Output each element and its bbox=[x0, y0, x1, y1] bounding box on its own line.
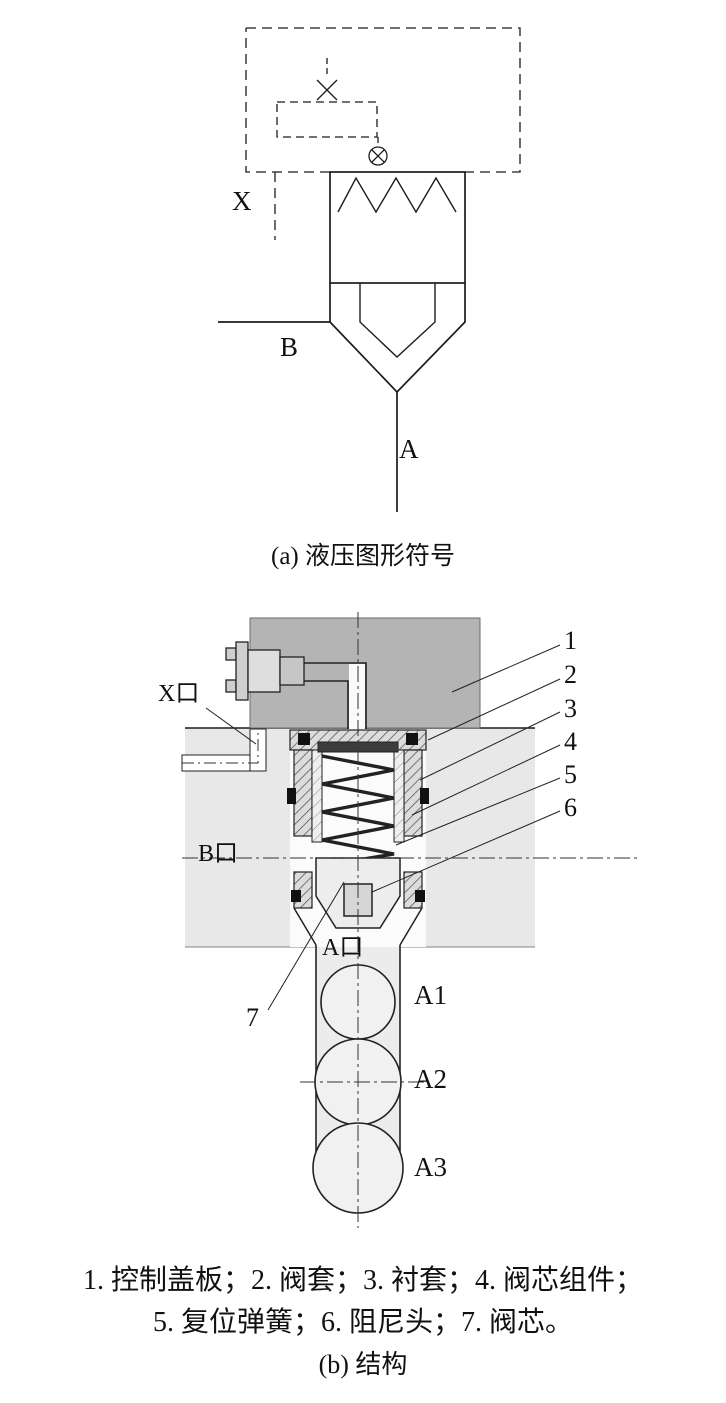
structure-drawing bbox=[181, 612, 640, 1228]
callout-5-label: 5 bbox=[564, 760, 577, 789]
callout-6-label: 6 bbox=[564, 793, 577, 822]
fitting-body bbox=[247, 649, 281, 693]
callout-7-label: 7 bbox=[246, 1003, 259, 1032]
symbol-poppet-inner bbox=[359, 283, 436, 358]
orifice-cross-icon bbox=[371, 149, 385, 163]
callout-3-label: 3 bbox=[564, 694, 577, 723]
leader-6 bbox=[371, 810, 561, 893]
orifice-circle-icon bbox=[368, 146, 388, 166]
elbow-channel-fill bbox=[349, 664, 365, 748]
sleeve-wall-left-upper bbox=[293, 749, 313, 837]
elbow-pipe-outer-line bbox=[304, 662, 367, 748]
elbow-pipe-inner-line bbox=[304, 680, 349, 748]
a3-label: A3 bbox=[414, 1152, 447, 1182]
symbol-a-label: A bbox=[399, 434, 419, 464]
symbol-valve-box bbox=[329, 171, 466, 284]
flange-seal-right bbox=[406, 733, 418, 745]
symbol-x-label: X bbox=[232, 186, 252, 216]
a-port-label: A口 bbox=[322, 935, 364, 961]
fitting-flange-plate bbox=[235, 641, 249, 701]
a1-label: A1 bbox=[414, 980, 447, 1010]
sleeve-wall-right-upper bbox=[403, 749, 423, 837]
leader-1 bbox=[451, 644, 561, 693]
caption-b: (b) 结构 bbox=[318, 1350, 408, 1379]
sleeve-bottom-taper-lines bbox=[293, 907, 423, 946]
legend-line-2: 5. 复位弹簧；6. 阻尼头；7. 阀芯。 bbox=[152, 1307, 573, 1338]
symbol-seat-outer bbox=[329, 283, 466, 394]
leader-7 bbox=[267, 881, 345, 1011]
leader-4 bbox=[411, 744, 561, 816]
oring-left-upper bbox=[287, 788, 296, 804]
caption-a: (a) 液压图形符号 bbox=[271, 543, 455, 570]
symbol-b-label: B bbox=[280, 332, 299, 362]
leader-3 bbox=[419, 711, 561, 781]
callout-4-label: 4 bbox=[564, 727, 577, 756]
a2-label: A2 bbox=[414, 1064, 447, 1094]
pilot-fitting bbox=[225, 641, 305, 701]
x-pilot-centerline bbox=[182, 730, 259, 764]
symbol-spring-zigzag bbox=[337, 176, 457, 214]
symbol-envelope-dashed bbox=[245, 27, 521, 173]
fitting-bolt-bottom bbox=[225, 679, 237, 693]
fitting-bolt-top bbox=[225, 647, 237, 661]
callout-1-label: 1 bbox=[564, 626, 577, 655]
callout-2-label: 2 bbox=[564, 660, 577, 689]
plugged-port-x-icon bbox=[316, 79, 338, 101]
b-port-label: B口 bbox=[198, 841, 239, 867]
bushing-right-shape bbox=[393, 749, 405, 843]
legend-line-1: 1. 控制盖板；2. 阀套；3. 衬套；4. 阀芯组件； bbox=[82, 1265, 643, 1296]
leader-2 bbox=[427, 678, 561, 741]
symbol-inner-dashed-box bbox=[276, 101, 378, 138]
leader-5 bbox=[395, 777, 561, 846]
bushing-left-shape bbox=[311, 749, 323, 843]
return-spring-zigzag bbox=[321, 754, 395, 868]
oring-right-upper bbox=[420, 788, 429, 804]
flange-seal-left bbox=[298, 733, 310, 745]
leader-x-port bbox=[205, 707, 257, 745]
x-port-label: X口 bbox=[158, 681, 200, 707]
oring-left-lower bbox=[291, 890, 301, 902]
oring-right-lower bbox=[415, 890, 425, 902]
callout-leader-lines bbox=[205, 644, 561, 1011]
hydraulic-symbol-drawing bbox=[218, 27, 521, 512]
fitting-nut bbox=[279, 656, 305, 686]
